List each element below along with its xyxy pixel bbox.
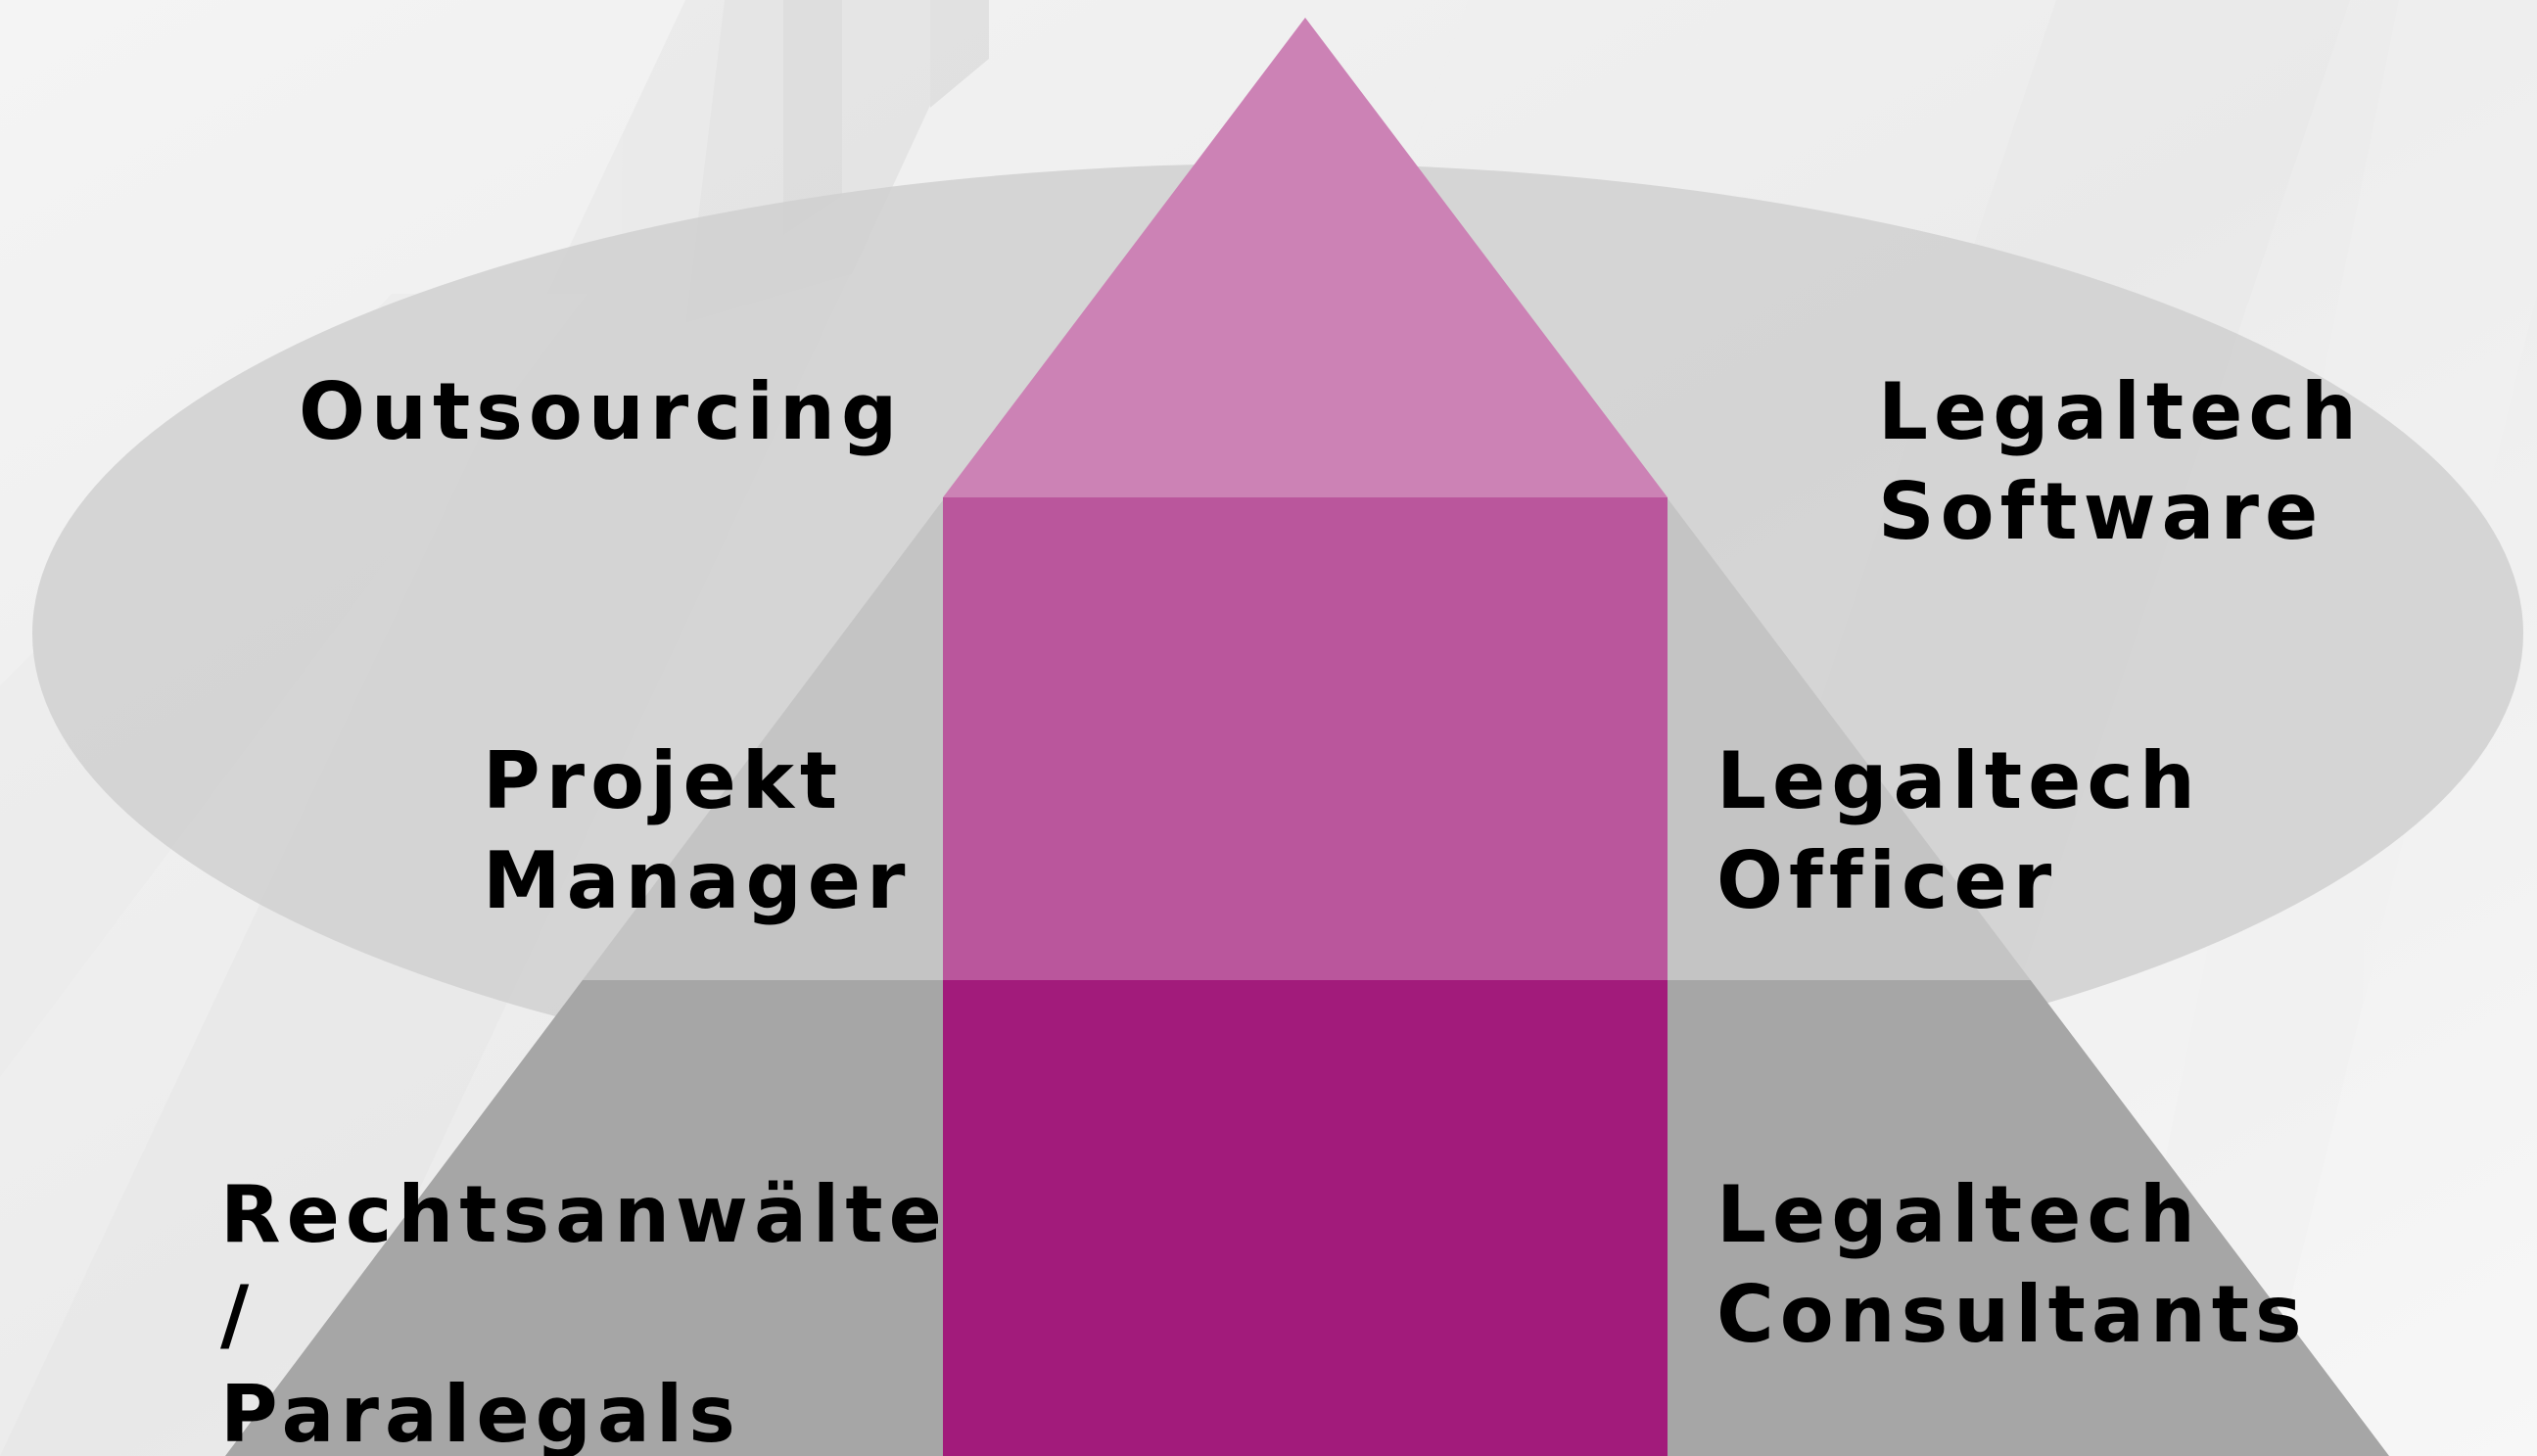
pyramid-center-middle xyxy=(943,497,1668,980)
label-legaltech-consultants: Legaltech Consultants xyxy=(1716,1169,2308,1360)
pyramid-apex xyxy=(943,18,1668,497)
label-outsourcing: Outsourcing xyxy=(299,366,903,457)
label-legaltech-officer: Legaltech Officer xyxy=(1716,735,2234,926)
pyramid-center-base xyxy=(943,980,1668,1456)
label-projekt-manager: Projekt Manager xyxy=(483,735,912,926)
label-legaltech-software: Legaltech Software xyxy=(1878,366,2396,557)
label-rechtsanwaelte-paralegals: Rechtsanwälte / Paralegals xyxy=(220,1169,981,1456)
